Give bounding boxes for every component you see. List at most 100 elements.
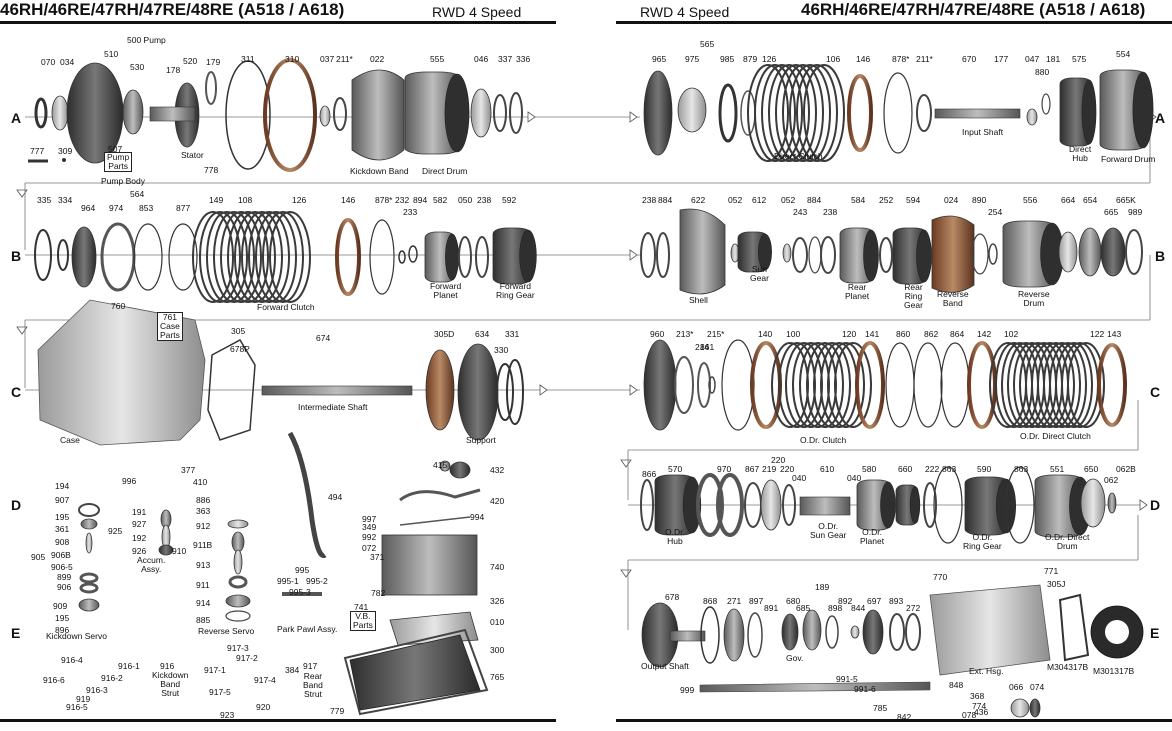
part-number-label: 880 — [1035, 67, 1050, 77]
forward-planet-bore — [445, 233, 459, 281]
part-number-label: 996 — [122, 476, 137, 486]
ring-252 — [879, 237, 893, 273]
part-number-label: 305D — [434, 329, 455, 339]
part-number-label: 879 — [743, 54, 758, 64]
plate-142 — [967, 341, 997, 429]
part-number-label: 022 — [370, 54, 385, 64]
part-number-label: 894 — [413, 195, 428, 205]
od-hub-bore — [682, 476, 702, 534]
part-caption: O.Dr. Direct Clutch — [1020, 431, 1091, 441]
seal-985 — [718, 83, 738, 143]
part-number-label: 916-5 — [66, 702, 88, 712]
part-number-label: 893 — [889, 596, 904, 606]
part-number-label: 141 — [865, 329, 880, 339]
od-clutch-plate — [799, 342, 837, 428]
bearing-664 — [1058, 231, 1078, 273]
ring-181 — [1041, 93, 1051, 115]
part-number-label: 211* — [916, 54, 933, 64]
part-number-label: 970 — [717, 464, 732, 474]
part-number-label: 564 — [130, 189, 145, 199]
row-label-c-right: C — [1150, 384, 1161, 400]
part-number-label: 844 — [851, 603, 866, 613]
part-caption: O.Dr. Clutch — [800, 435, 847, 445]
row-label-a-right: A — [1155, 110, 1166, 126]
part-number-label: 650 — [1084, 464, 1099, 474]
part-caption: Forward Drum — [1101, 154, 1156, 164]
piston-909 — [78, 598, 100, 612]
ring-862 — [913, 342, 943, 428]
rod-913 — [233, 549, 243, 575]
part-number-label: 916-4 — [61, 655, 83, 665]
part-number-label: 371 — [370, 552, 385, 562]
part-number-label: 916-2 — [101, 673, 123, 683]
part-number-label: 580 — [862, 464, 877, 474]
left-subtitle: RWD 4 Speed — [432, 4, 522, 20]
part-number-label: 908 — [55, 537, 70, 547]
sensor-415 — [439, 460, 451, 472]
od-direct-clutch-plate — [1049, 342, 1087, 428]
piston-046 — [470, 88, 492, 138]
part-number-label: 740 — [490, 562, 505, 572]
rod-908 — [85, 532, 93, 554]
part-number-label: 326 — [490, 596, 505, 606]
part-number-label: 177 — [994, 54, 1009, 64]
part-number-label: 916-1 — [118, 661, 140, 671]
part-number-label: 884 — [658, 195, 673, 205]
part-number-label: 037 — [320, 54, 335, 64]
od-direct-clutch-plate — [1067, 342, 1105, 428]
od-direct-clutch-plate — [1043, 342, 1081, 428]
part-number-label: 233 — [403, 207, 418, 217]
piston-911b — [231, 531, 245, 553]
snap-ring-211 — [333, 97, 347, 131]
part-number-label: 530 — [130, 62, 145, 72]
parts-group-box: V.B.Parts — [350, 611, 376, 631]
seal-195 — [80, 518, 98, 530]
part-number-label: 917-4 — [254, 675, 276, 685]
gasket-305d — [425, 349, 455, 431]
part-caption: Stator — [181, 150, 204, 160]
od-clutch-plate — [827, 342, 865, 428]
piston-964 — [71, 226, 97, 288]
rear-planet-bore — [863, 229, 879, 282]
part-number-label: 664 — [1061, 195, 1076, 205]
part-number-label: 670 — [962, 54, 977, 64]
ring-863b — [1005, 466, 1035, 544]
part-number-label: 927 — [132, 519, 147, 529]
part-caption: Shell — [689, 295, 708, 305]
header-rule-left — [0, 21, 556, 24]
direct-drum-bore — [444, 73, 470, 153]
ring-040 — [782, 484, 796, 526]
part-caption: O.Dr.Ring Gear — [963, 532, 1002, 551]
ring-213 — [674, 356, 694, 414]
part-number-label: 866 — [642, 469, 657, 479]
part-number-label: 126 — [292, 195, 307, 205]
part-number-label: 195 — [55, 512, 70, 522]
seal-070 — [34, 97, 48, 129]
header-rule-right — [616, 21, 1172, 24]
part-number-label: 271 — [727, 596, 742, 606]
footer-rule-left — [0, 719, 556, 722]
part-caption: Kickdown Band — [350, 166, 409, 176]
part-caption: Park Pawl Assy. — [277, 624, 338, 634]
flow-arrow — [16, 189, 28, 198]
part-number-label: 991-6 — [854, 684, 876, 694]
od-planet-bore — [880, 481, 896, 529]
part-number-label: 415 — [433, 460, 448, 470]
part-number-label: 300 — [490, 645, 505, 655]
left-title: 46RH/46RE/47RH/47RE/48RE (A518 / A618) — [0, 0, 345, 19]
flow-arrow — [16, 326, 28, 335]
part-number-label: 432 — [490, 465, 505, 475]
forward-clutch-plate — [220, 211, 262, 303]
part-number-label: 215* — [707, 329, 725, 339]
ring-877 — [168, 223, 198, 291]
pump-gasket-310 — [263, 58, 317, 172]
ring-222 — [923, 482, 937, 528]
plate-914 — [225, 594, 251, 608]
ring-868 — [700, 606, 720, 664]
part-number-label: 106 — [826, 54, 841, 64]
